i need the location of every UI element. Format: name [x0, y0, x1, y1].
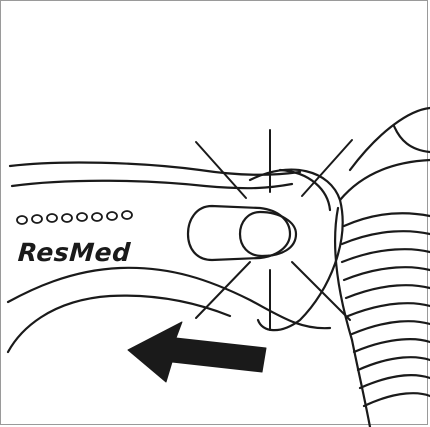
mask-frame-top-edge-inner: [10, 179, 294, 190]
click-line-top-left: [195, 141, 247, 199]
release-button-outer: [186, 204, 292, 262]
mask-frame-bottom-edge: [6, 266, 332, 330]
tubing-inner-edge: [392, 124, 430, 154]
click-line-bottom-right: [291, 261, 351, 321]
vent-holes: [16, 210, 133, 225]
release-button: [238, 210, 298, 258]
arrow-left-icon: [127, 321, 267, 383]
click-line-bottom-left: [195, 261, 251, 319]
tubing: [334, 106, 430, 427]
mask-frame-lower-curve: [6, 294, 232, 354]
tubing-collar: [338, 158, 430, 202]
click-lines: [195, 129, 353, 331]
mask-frame-top-edge: [8, 161, 302, 176]
swivel-housing: [248, 168, 344, 332]
swivel-housing-inner: [278, 168, 332, 212]
tubing-outer-left: [334, 206, 372, 427]
tubing-outer-top: [348, 106, 430, 172]
click-line-top-right: [301, 139, 353, 197]
brand-logo: ResMed: [16, 238, 132, 267]
